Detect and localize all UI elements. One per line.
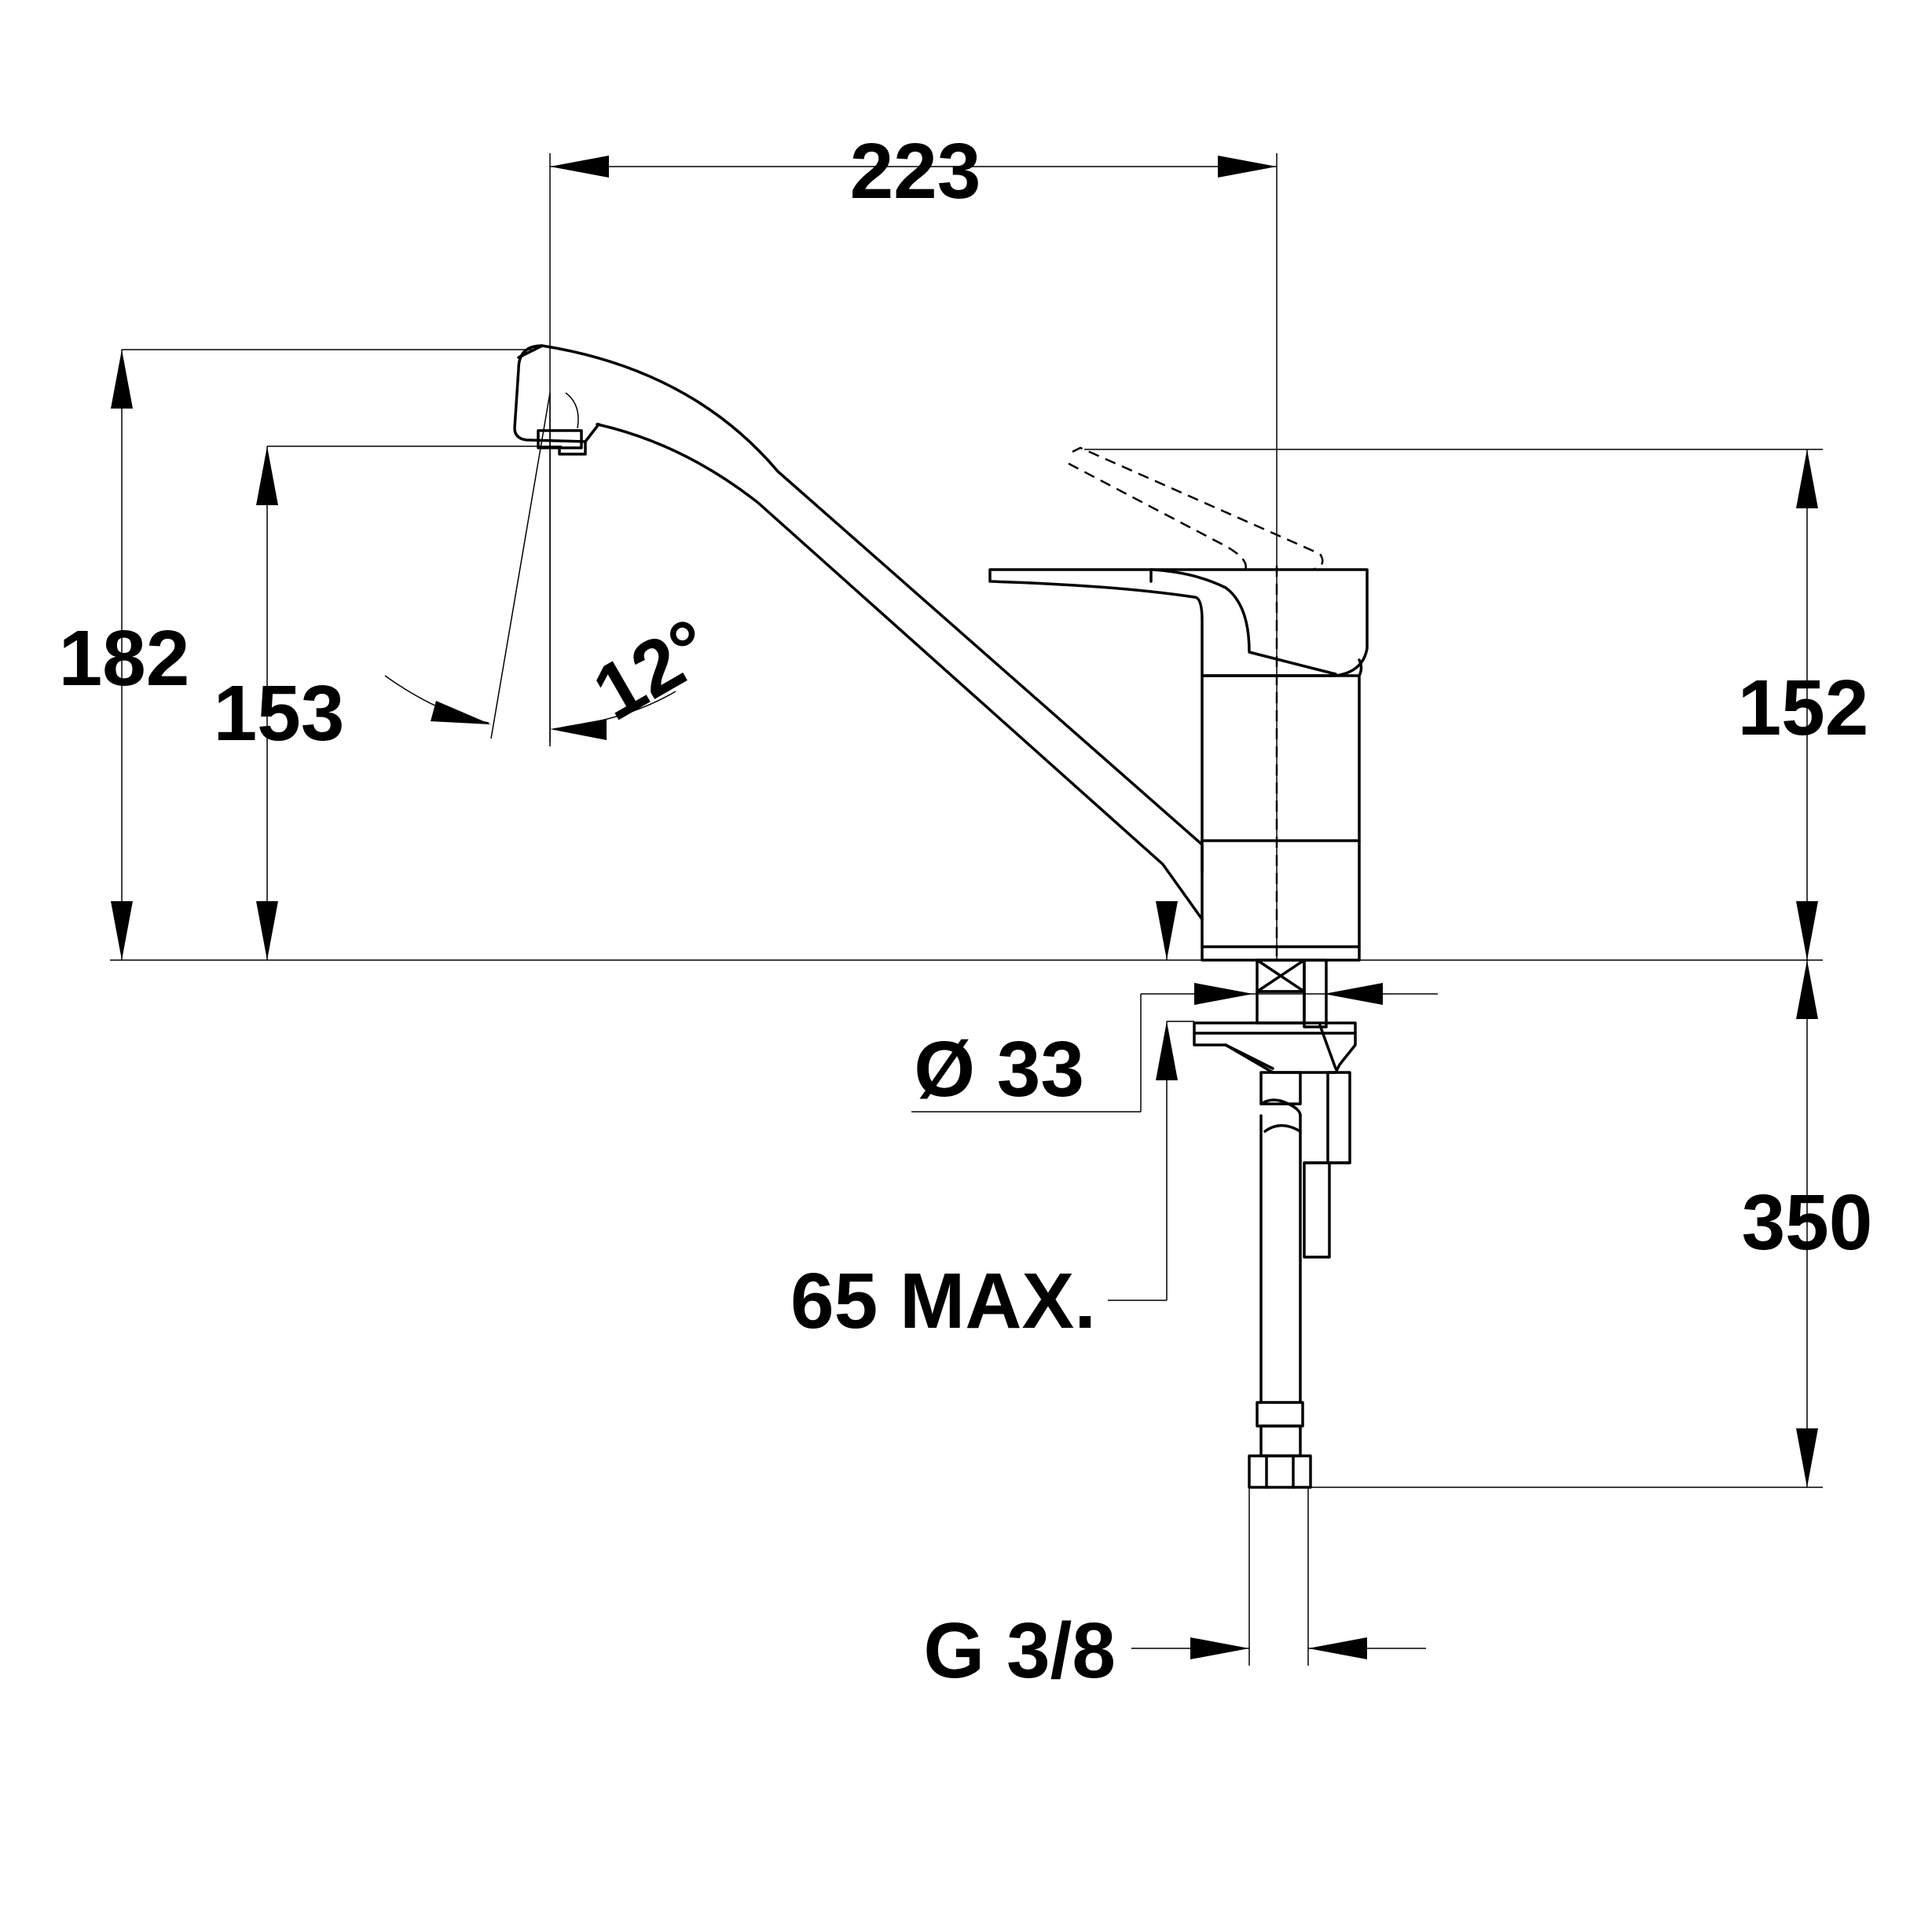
dimension-labels: 223 182 153 152 12° Ø 33 65 MAX. 350 G 3… (59, 127, 1873, 1695)
spout-tip (513, 344, 600, 443)
supply-hoses (1248, 1071, 1351, 1489)
dim-total-height: 182 (59, 614, 190, 702)
dim-spout-height: 153 (214, 669, 345, 757)
dim-hose-length: 350 (1742, 1179, 1873, 1267)
dim-max-deck-thickness: 65 MAX. (790, 1257, 1096, 1345)
dimension-lines (110, 153, 1823, 1666)
lever-handle (988, 568, 1369, 677)
mounting-hardware (1193, 959, 1357, 1074)
dim-lever-height: 152 (1738, 664, 1869, 752)
faucet-body (1201, 674, 1361, 962)
lever-open-position (1072, 446, 1324, 571)
faucet-outline (513, 344, 1369, 1489)
dimension-arrows (111, 156, 1818, 1659)
dim-connection-thread: G 3/8 (923, 1607, 1116, 1695)
spout-arm (517, 344, 1204, 874)
dim-swivel-angle: 12° (579, 602, 726, 738)
dim-mount-diameter: Ø 33 (914, 1025, 1084, 1113)
dim-spout-reach: 223 (850, 127, 981, 215)
